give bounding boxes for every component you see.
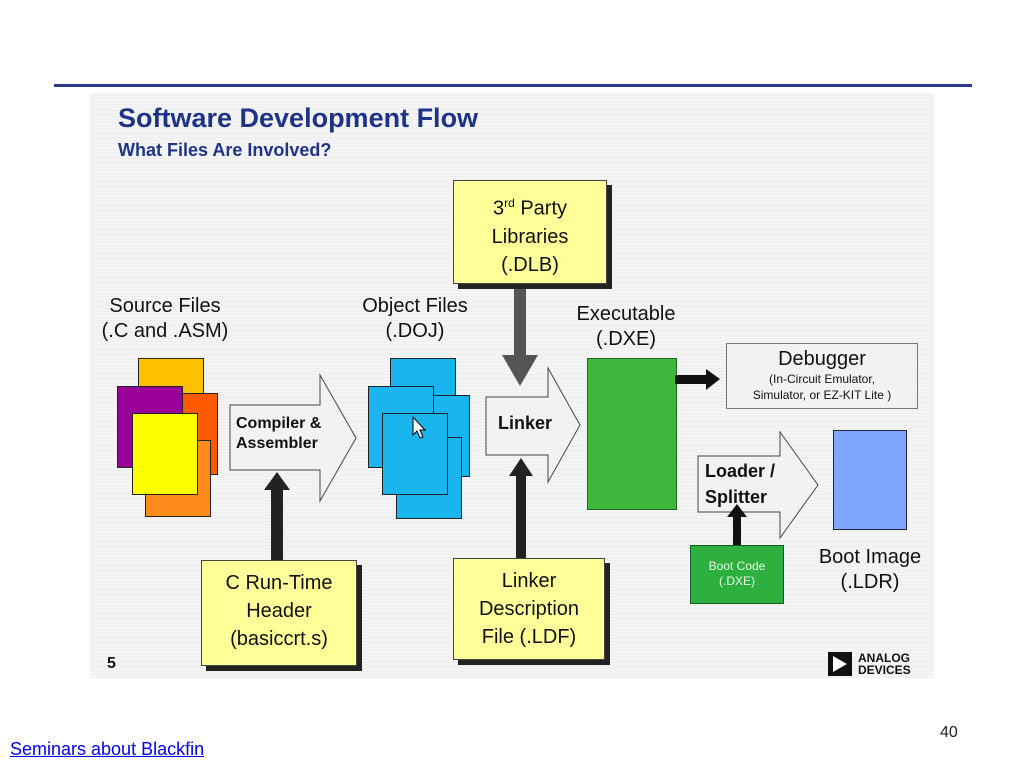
bootcode-arrowhead — [727, 504, 747, 517]
loader-arrow-label: Loader / Splitter — [705, 461, 776, 507]
executable-block — [587, 358, 677, 510]
analog-devices-logo: ANALOG DEVICES — [828, 652, 920, 678]
thirdparty-connector — [514, 285, 526, 355]
runtime-connector — [271, 490, 283, 562]
seminars-link[interactable]: Seminars about Blackfin — [10, 739, 205, 759]
compiler-arrow-label: Compiler & Assembler — [236, 415, 322, 452]
loader-arrow — [697, 430, 819, 540]
ldf-arrowhead — [509, 458, 533, 476]
boot-image-label: Boot Image (.LDR) — [818, 546, 922, 593]
runtime-arrowhead — [264, 472, 290, 490]
thirdparty-arrowhead — [502, 355, 538, 386]
mouse-cursor-icon — [412, 415, 427, 439]
slide-subtitle: What Files Are Involved? — [118, 140, 332, 160]
linker-arrow-label: Linker — [498, 413, 553, 433]
boot-code-box: Boot Code (.DXE) — [690, 545, 784, 604]
slide-title: Software Development Flow — [118, 103, 479, 133]
c-runtime-header-box: C Run-Time Header (basiccrt.s) — [201, 560, 357, 666]
debugger-connector — [675, 375, 707, 384]
executable-label: Executable (.DXE) — [576, 303, 676, 350]
source-files-label: Source Files (.C and .ASM) — [101, 295, 229, 342]
title-rule — [54, 84, 972, 87]
debugger-title: Debugger — [778, 348, 866, 370]
slide-number: 5 — [107, 655, 116, 672]
page-number: 40 — [940, 724, 958, 741]
logo-text: ANALOG DEVICES — [858, 651, 911, 677]
debugger-arrowhead — [706, 369, 720, 390]
debugger-line1: (In-Circuit Emulator, — [768, 372, 876, 386]
third-party-libraries-box: 3rd Party Libraries (.DLB) — [453, 180, 607, 284]
boot-image-block — [833, 430, 907, 530]
analog-devices-logo-icon — [828, 652, 852, 676]
compiler-arrow — [229, 373, 357, 503]
debugger-box: Debugger (In-Circuit Emulator, Simulator… — [726, 343, 918, 409]
linker-arrow — [485, 366, 581, 484]
ldf-connector — [516, 476, 526, 562]
linker-description-box: Linker Description File (.LDF) — [453, 558, 605, 660]
debugger-line2: Simulator, or EZ-KIT Lite ) — [752, 388, 892, 402]
bootcode-connector — [733, 515, 741, 547]
object-files-label: Object Files (.DOJ) — [362, 295, 468, 342]
source-file-page — [132, 413, 198, 495]
